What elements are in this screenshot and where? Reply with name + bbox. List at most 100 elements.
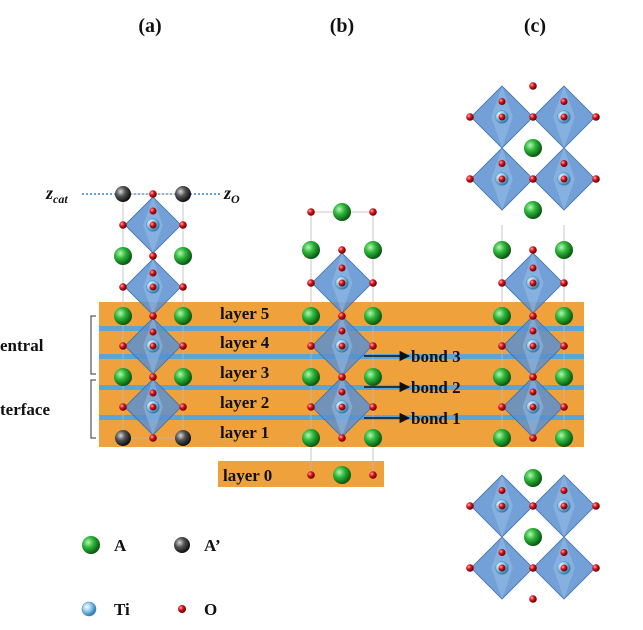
O-atom <box>498 549 506 556</box>
octahedron <box>532 85 596 149</box>
O-atom <box>592 564 600 572</box>
structure-panel-c <box>466 82 600 603</box>
O-atom <box>560 564 568 572</box>
O-atom <box>369 471 377 479</box>
octahedron <box>532 147 596 211</box>
structure-panel-a <box>114 186 192 446</box>
region-brackets: entral terface <box>0 315 96 439</box>
layer-3-label: layer 3 <box>220 363 269 382</box>
O-atom <box>498 160 506 167</box>
O-atom <box>119 221 127 229</box>
O-atom <box>179 342 187 350</box>
A-atom <box>493 241 511 259</box>
O-atom <box>498 342 506 350</box>
O-atom <box>529 502 537 510</box>
O-atom <box>179 283 187 291</box>
O-atom <box>149 373 157 381</box>
O-atom <box>149 252 157 260</box>
O-atom <box>149 283 157 291</box>
O-atom <box>592 502 600 510</box>
A-atom <box>114 368 132 386</box>
A-atom <box>364 307 382 325</box>
O-atom <box>307 342 315 350</box>
O-atom <box>149 190 157 198</box>
octahedron <box>502 252 564 314</box>
O-atom <box>149 389 157 397</box>
O-atom <box>560 175 568 183</box>
O-atom <box>119 342 127 350</box>
O-atom <box>466 564 474 572</box>
central-bracket <box>90 315 96 375</box>
A-atom <box>524 139 542 157</box>
O-atom <box>560 113 568 121</box>
O-atom <box>529 246 537 254</box>
O-atom <box>498 564 506 572</box>
O-atom <box>592 175 600 183</box>
octahedron <box>470 474 534 538</box>
O-atom <box>179 221 187 229</box>
octahedron <box>502 376 564 438</box>
O-atom <box>498 175 506 183</box>
O-atom <box>529 595 537 603</box>
O-atom <box>529 327 537 335</box>
O-atom <box>338 388 346 396</box>
panel-label-b: (b) <box>330 15 354 37</box>
octahedron <box>470 536 534 600</box>
O-atom <box>307 208 315 216</box>
octahedron <box>532 536 596 600</box>
O-atom <box>529 564 537 572</box>
O-atom <box>307 403 315 411</box>
A-atom <box>114 247 132 265</box>
A-prime-atom <box>115 430 131 446</box>
octahedron <box>470 147 534 211</box>
layer-5-label: layer 5 <box>220 304 269 323</box>
O-atom <box>529 434 537 442</box>
O-atom <box>149 207 157 215</box>
O-atom <box>560 549 568 556</box>
O-atom <box>529 175 537 183</box>
O-atom <box>592 113 600 121</box>
O-atom <box>529 279 537 287</box>
O-atom <box>560 487 568 494</box>
octahedron <box>124 378 182 436</box>
O-atom <box>338 264 346 272</box>
A-atom <box>302 368 320 386</box>
central-region-label: entral <box>0 336 44 355</box>
O-atom <box>560 98 568 105</box>
A-atom <box>333 203 351 221</box>
layer-4-label: layer 4 <box>220 333 270 352</box>
layer-labels: layer 5 layer 4 layer 3 layer 2 layer 1 … <box>220 304 272 485</box>
O-atom <box>338 312 346 320</box>
O-atom <box>369 208 377 216</box>
O-atom <box>498 279 506 287</box>
O-atom <box>149 342 157 350</box>
A-prime-atom <box>175 186 191 202</box>
O-atom <box>529 342 537 350</box>
A-atom <box>493 307 511 325</box>
legend-Ti-sphere <box>81 601 97 617</box>
O-atom <box>498 502 506 510</box>
A-atom <box>333 466 351 484</box>
A-atom <box>555 241 573 259</box>
O-atom <box>119 283 127 291</box>
A-atom <box>364 368 382 386</box>
A-atom <box>555 307 573 325</box>
A-atom <box>364 429 382 447</box>
O-atom <box>560 160 568 167</box>
A-atom <box>493 368 511 386</box>
bond-2-label: bond 2 <box>411 378 461 397</box>
O-atom <box>338 373 346 381</box>
O-atom <box>338 403 346 411</box>
O-atom <box>338 246 346 254</box>
A-atom <box>302 241 320 259</box>
octahedron <box>311 376 373 438</box>
A-atom <box>524 469 542 487</box>
O-atom <box>529 264 537 272</box>
legend-A-sphere <box>82 536 100 554</box>
O-atom <box>149 269 157 277</box>
A-atom <box>114 307 132 325</box>
A-prime-atom <box>115 186 131 202</box>
O-atom <box>529 113 537 121</box>
O-atom <box>560 403 568 411</box>
O-atom <box>466 175 474 183</box>
